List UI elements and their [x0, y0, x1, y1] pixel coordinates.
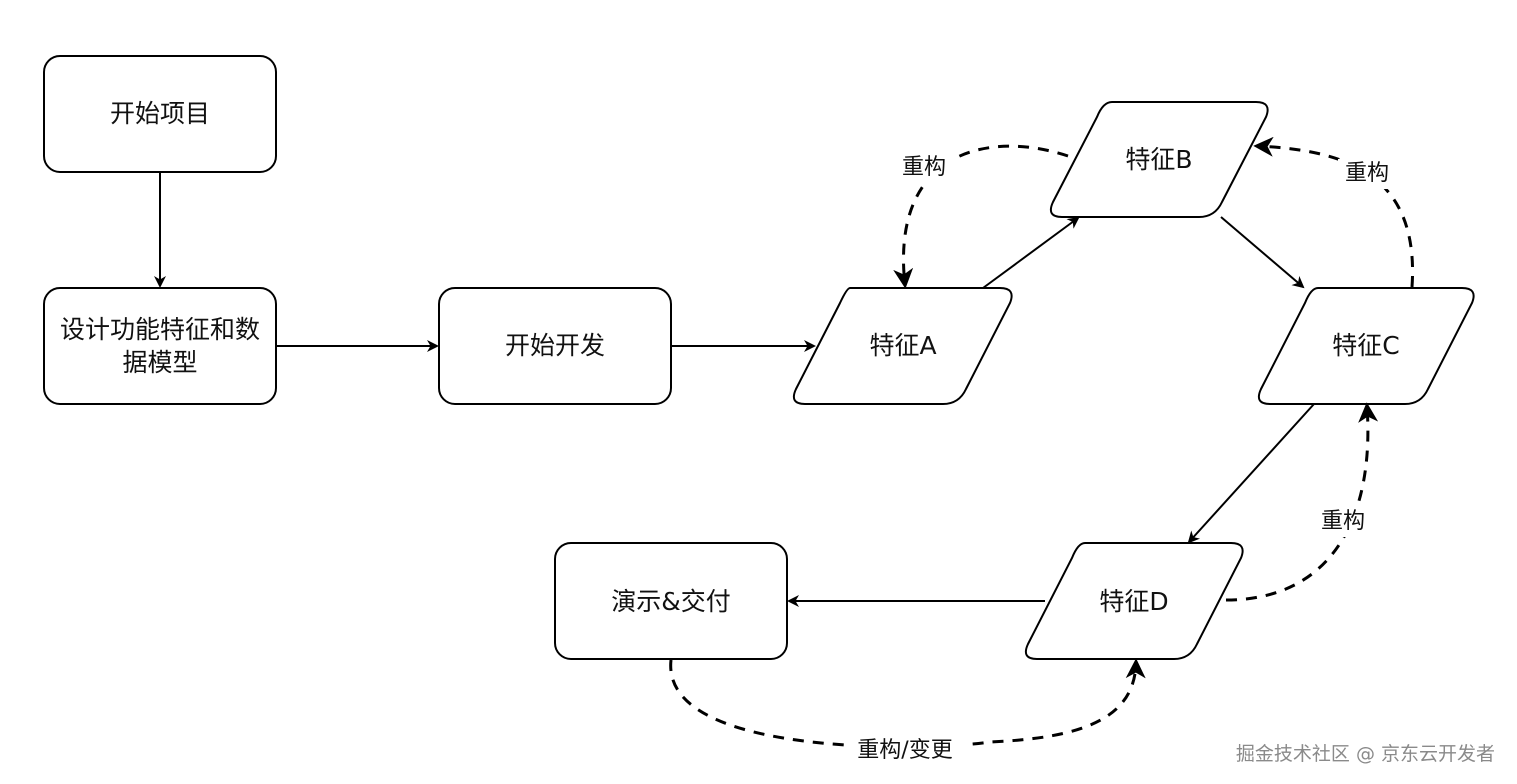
edge-feature-c-to-feature-d	[1187, 403, 1315, 544]
node-design-label-line2: 据模型	[122, 348, 197, 377]
node-feature-d-label: 特征D	[1099, 587, 1168, 616]
node-start-development-label: 开始开发	[505, 331, 605, 360]
node-start-development: 开始开发	[438, 287, 672, 405]
edge-refactor-change-demo-to-d	[669, 658, 1146, 749]
node-demo-and-delivery-label: 演示&交付	[611, 587, 731, 616]
node-feature-a-label: 特征A	[869, 331, 936, 360]
node-feature-c: 特征C	[1257, 287, 1475, 405]
edge-label-refactor-cd: 重构	[1321, 509, 1365, 534]
node-feature-b: 特征B	[1049, 101, 1269, 218]
edge-label-refactor-change: 重构/变更	[857, 738, 952, 763]
edge-label-refactor-ab: 重构	[902, 155, 946, 180]
node-design-label-line1: 设计功能特征和数	[60, 315, 260, 344]
watermark-text: 掘金技术社区 @ 京东云开发者	[1235, 743, 1495, 765]
edge-refactor-d-to-c	[1225, 402, 1379, 602]
edge-feature-a-to-feature-b	[982, 216, 1080, 289]
node-feature-b-label: 特征B	[1125, 145, 1192, 174]
node-feature-c-label: 特征C	[1332, 331, 1399, 360]
node-feature-a: 特征A	[792, 287, 1013, 405]
edge-label-refactor-bc: 重构	[1345, 161, 1389, 186]
node-feature-d: 特征D	[1024, 542, 1244, 660]
edge-feature-b-to-feature-c	[1220, 216, 1305, 289]
node-start-project-label: 开始项目	[110, 99, 210, 128]
node-design-features-and-data-model: 设计功能特征和数 据模型	[43, 287, 277, 405]
node-start-project: 开始项目	[43, 55, 277, 173]
node-demo-and-delivery: 演示&交付	[554, 542, 788, 660]
